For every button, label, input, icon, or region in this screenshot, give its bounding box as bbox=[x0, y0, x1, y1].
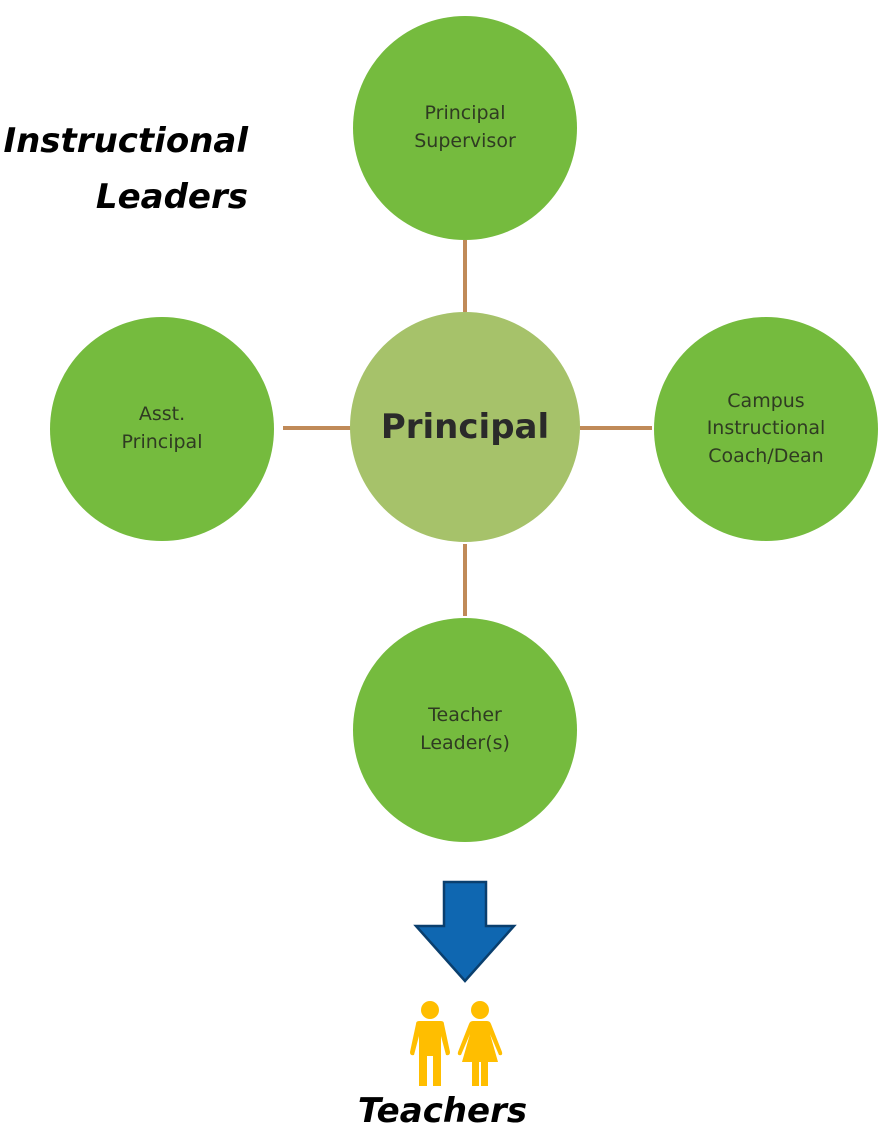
connector-left bbox=[283, 426, 351, 430]
down-arrow-icon bbox=[413, 880, 517, 983]
node-principal: Principal bbox=[350, 312, 580, 542]
node-asst-principal: Asst. Principal bbox=[50, 317, 274, 541]
node-teacher-leaders-line-1: Teacher bbox=[428, 704, 502, 727]
node-teacher-leaders-line-2: Leader(s) bbox=[420, 732, 510, 754]
node-campus-coach-line-2: Instructional bbox=[706, 417, 826, 440]
node-principal-label: Principal bbox=[380, 407, 550, 447]
node-principal-supervisor-line-2: Supervisor bbox=[414, 130, 516, 152]
node-asst-principal-line-2: Principal bbox=[121, 431, 203, 453]
node-principal-supervisor-line-1: Principal bbox=[424, 102, 506, 125]
connector-bottom bbox=[463, 544, 467, 616]
heading-line-1: Instructional bbox=[3, 121, 248, 161]
teachers-label: Teachers bbox=[357, 1091, 528, 1131]
node-principal-supervisor: Principal Supervisor bbox=[353, 16, 577, 240]
teachers-icon bbox=[410, 1001, 503, 1086]
node-campus-instructional-coach: Campus Instructional Coach/Dean bbox=[654, 317, 878, 541]
node-campus-coach-line-1: Campus bbox=[727, 389, 805, 412]
connector-top bbox=[463, 240, 467, 312]
node-teacher-leaders: Teacher Leader(s) bbox=[353, 618, 577, 842]
node-asst-principal-line-1: Asst. bbox=[138, 403, 186, 426]
connector-right bbox=[580, 426, 652, 430]
node-campus-coach-line-3: Coach/Dean bbox=[708, 444, 824, 467]
heading-line-2: Leaders bbox=[95, 177, 248, 217]
